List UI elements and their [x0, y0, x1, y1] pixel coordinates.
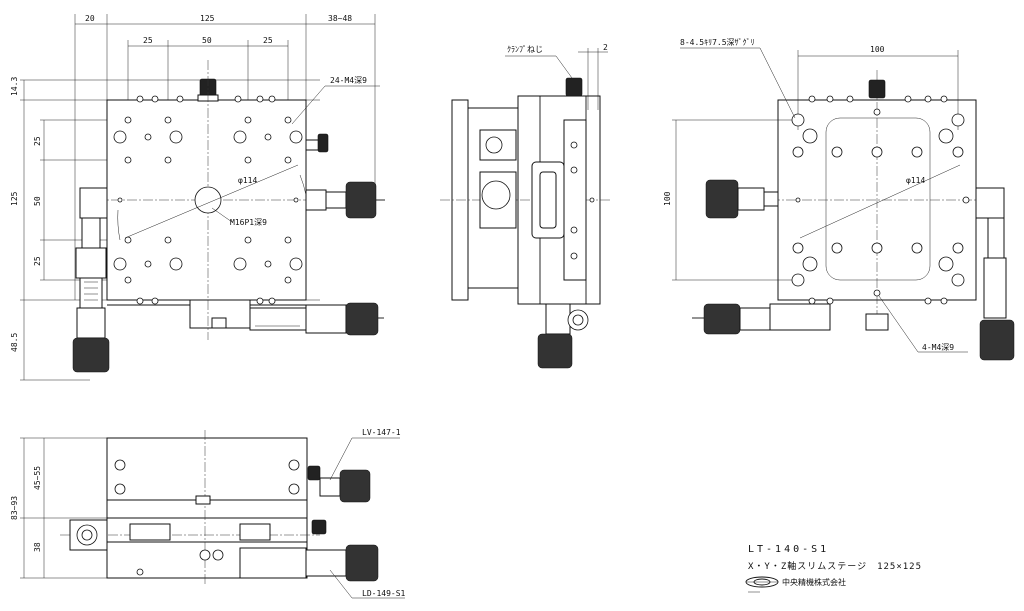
label-bottom-counterbore: 8-4.5ｷﾘ7.5深ｻﾞｸﾞﾘ	[680, 38, 755, 47]
side-view: 2 ｸﾗﾝﾌﾟねじ	[440, 43, 612, 369]
front-view: 45~55 83~93 38	[10, 428, 406, 599]
top-view: 20 125 38~48 25 50 25 14.3 25 125 50 25 …	[10, 14, 385, 381]
dim-top-25d: 25	[33, 256, 42, 266]
dim-top-25a: 25	[143, 36, 153, 45]
label-top-diameter: φ114	[238, 176, 257, 185]
dim-front-45-55: 45~55	[33, 466, 42, 490]
dim-top-125v: 125	[10, 191, 19, 206]
dim-top-125: 125	[200, 14, 215, 23]
dim-bottom-100: 100	[870, 45, 885, 54]
title-description: X・Y・Z軸スリムステージ 125×125	[748, 560, 922, 572]
label-side-clamp: ｸﾗﾝﾌﾟねじ	[507, 45, 543, 54]
label-bottom-taps: 4-M4深9	[922, 343, 954, 352]
dim-front-38: 38	[33, 542, 42, 552]
label-top-holes: 24-M4深9	[330, 76, 367, 85]
dim-top-20: 20	[85, 14, 95, 23]
label-top-center-hole: M16P1深9	[230, 218, 267, 227]
dim-front-83-93: 83~93	[10, 496, 19, 520]
dim-side-gap: 2	[603, 43, 608, 52]
label-front-lower: LD-149-S1	[362, 589, 406, 598]
dim-top-50: 50	[202, 36, 212, 45]
title-model: LT-140-S1	[748, 544, 829, 555]
bottom-view: 100 100 φ114	[663, 38, 1015, 361]
dim-top-25c: 25	[33, 136, 42, 146]
title-block: LT-140-S1 X・Y・Z軸スリムステージ 125×125 中央精機株式会社	[745, 544, 922, 593]
dim-top-48-5: 48.5	[10, 333, 19, 352]
dim-top-38-48: 38~48	[328, 14, 352, 23]
dim-top-25b: 25	[263, 36, 273, 45]
label-front-upper: LV-147-1	[362, 428, 401, 437]
dim-bottom-100v: 100	[663, 191, 672, 206]
dim-top-14-3: 14.3	[10, 77, 19, 96]
company-logo	[745, 576, 779, 593]
title-company: 中央精機株式会社	[782, 577, 846, 587]
label-bottom-diameter: φ114	[906, 176, 925, 185]
dim-top-50v: 50	[33, 196, 42, 206]
